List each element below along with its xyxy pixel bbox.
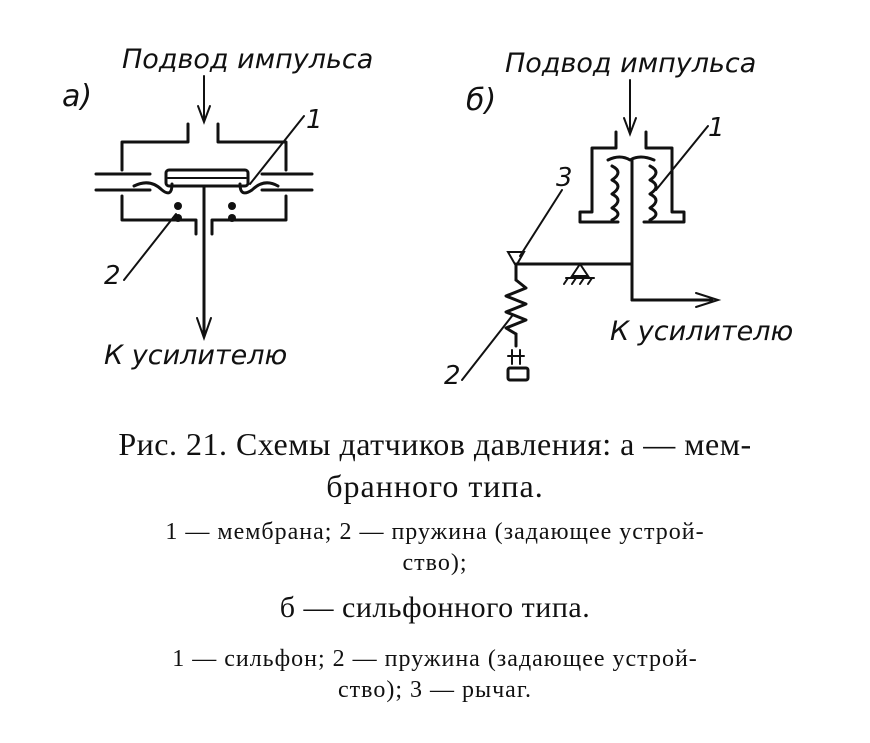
- diagram-b-callout-3: 3: [556, 163, 573, 193]
- diagram-a-output-label: К усилителю: [104, 340, 287, 371]
- figure-caption-title-line2: бранного типа.: [326, 468, 544, 504]
- diagram-a-spring-dots: [174, 202, 236, 222]
- diagram-a-leader-1: [249, 115, 305, 185]
- legend-a-line1: 1 — мембрана; 2 — пружина (задающее устр…: [165, 519, 705, 545]
- setpoint-spring: [504, 264, 530, 382]
- figure-caption-title: Рис. 21. Схемы датчиков давления: а — ме…: [118, 426, 752, 462]
- diagram-a-input-arrow: [197, 75, 211, 125]
- diagram-b-input-arrow: [623, 79, 637, 137]
- diagram-a: а) Подвод импульса К усилителю 1 2: [62, 44, 373, 371]
- diagram-a-output-arrow: [196, 184, 212, 342]
- bellows: [610, 164, 658, 222]
- diagram-b: б) Подвод импульса К усилителю 1 2 3: [444, 48, 793, 391]
- bellows-housing: [578, 130, 686, 224]
- diagram-a-panel-label: а): [62, 79, 92, 114]
- diagram-a-leader-2: [123, 213, 177, 281]
- diagram-b-panel-label: б): [466, 83, 496, 118]
- diagram-b-output-label: К усилителю: [610, 316, 793, 347]
- pressure-sensor-diagrams: а) Подвод импульса К усилителю 1 2: [62, 44, 793, 391]
- legend-b-line1: 1 — сильфон; 2 — пружина (задающее устро…: [172, 646, 698, 672]
- diagram-a-callout-1: 1: [306, 105, 323, 135]
- diagram-b-leader-3: [519, 189, 563, 257]
- diagram-b-leader-1: [655, 125, 709, 191]
- diagram-b-output-arrow: [630, 292, 722, 308]
- legend-a-line2: ство);: [402, 550, 468, 576]
- diagram-a-input-label: Подвод импульса: [122, 44, 373, 75]
- legend-b-line2: ство); 3 — рычаг.: [338, 677, 532, 703]
- diagram-b-input-label: Подвод импульса: [505, 48, 756, 79]
- diagram-b-callout-1: 1: [708, 113, 725, 143]
- caption-b-title: б — сильфонного типа.: [279, 591, 591, 624]
- diagram-b-leader-2: [461, 315, 513, 381]
- membrane: [132, 168, 280, 195]
- lever: [506, 158, 634, 302]
- membrane-housing: [94, 122, 314, 236]
- diagram-a-callout-2: 2: [104, 261, 121, 291]
- diagram-b-callout-2: 2: [444, 361, 461, 391]
